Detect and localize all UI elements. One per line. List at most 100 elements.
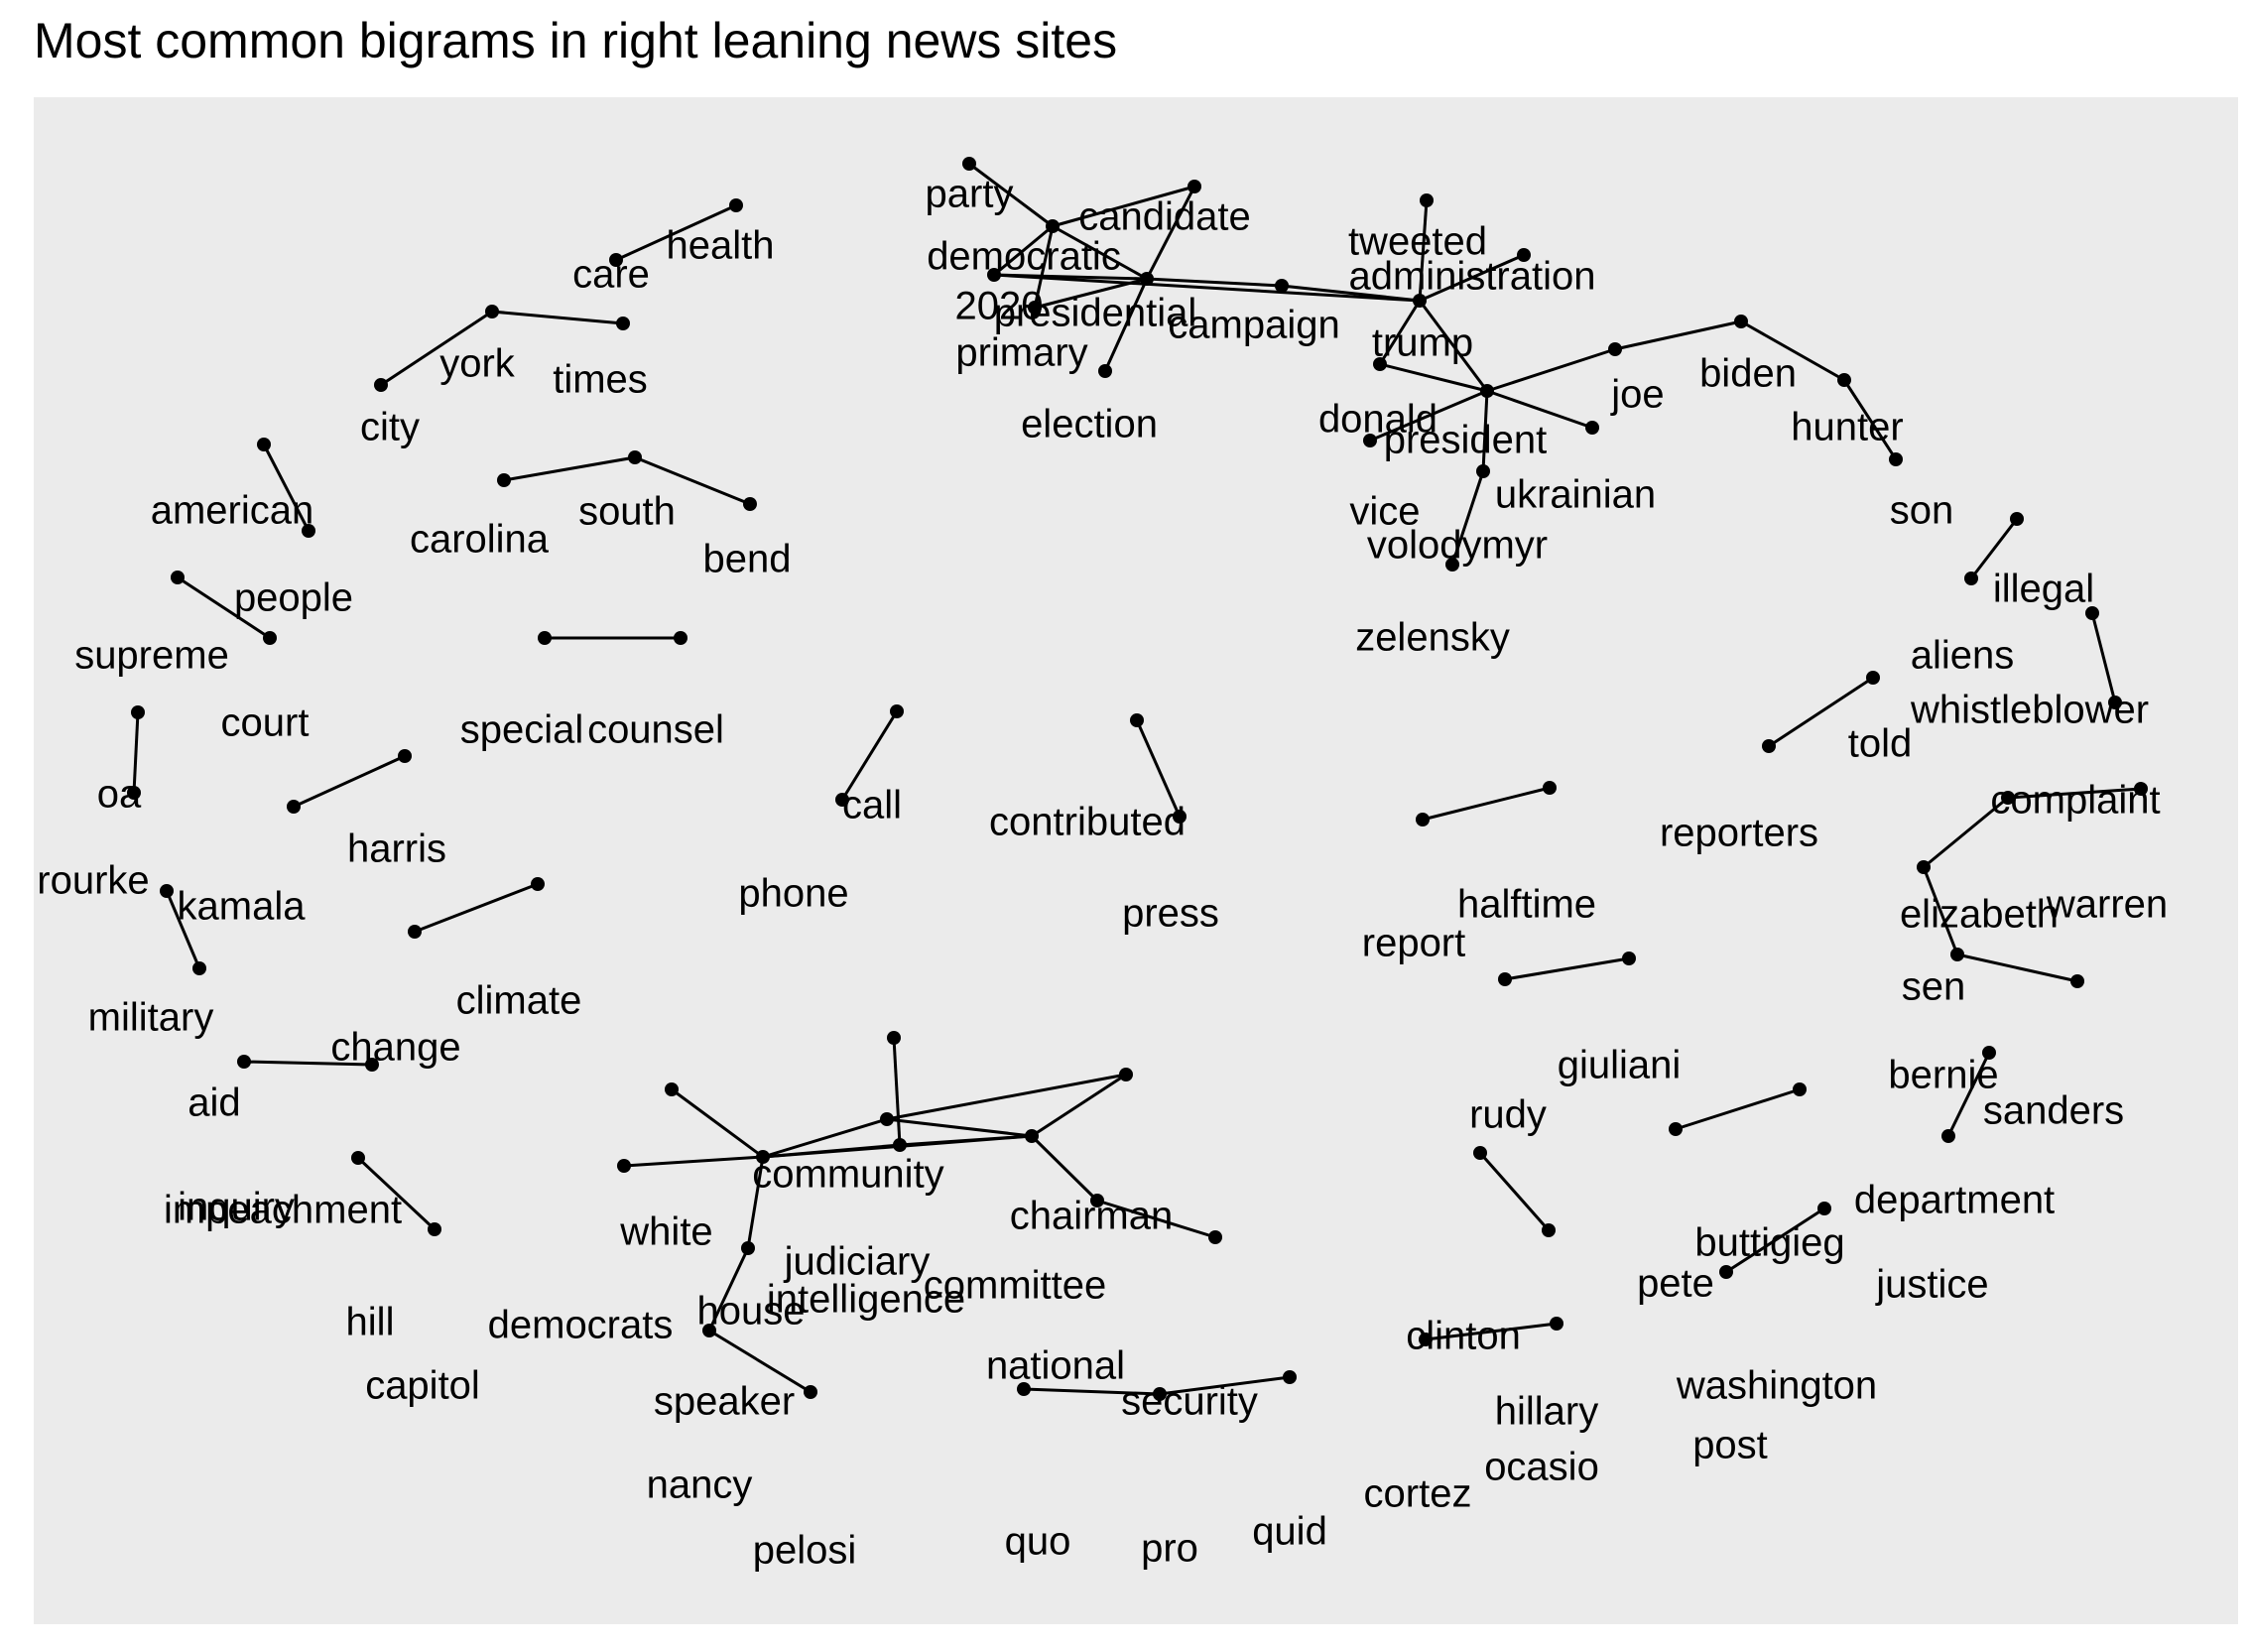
label-call: call <box>842 784 902 827</box>
label-military: military <box>88 996 214 1040</box>
edge-house-democrats <box>623 1155 764 1168</box>
node-elizabeth <box>2001 791 2015 805</box>
label-pro: pro <box>1141 1527 1198 1571</box>
node-committee <box>1025 1129 1039 1143</box>
edge-democratic-primary <box>1033 225 1055 309</box>
node-inquiry <box>237 1055 251 1069</box>
node-phone <box>835 793 849 807</box>
label-court: court <box>221 701 310 745</box>
label-volodymyr: volodymyr <box>1367 524 1548 568</box>
node-party <box>962 157 976 171</box>
node-clinton <box>1473 1146 1487 1160</box>
edge-speaker-nancy <box>707 1247 750 1332</box>
node-pelosi <box>804 1385 817 1399</box>
edge-presidential-campaign <box>1146 277 1283 288</box>
node-american <box>257 438 271 451</box>
label-reporters: reporters <box>1660 812 1818 855</box>
edges-layer <box>132 162 2142 1396</box>
label-speaker: speaker <box>654 1380 795 1424</box>
node-aid <box>192 961 206 975</box>
label-vice: vice <box>1349 490 1420 534</box>
label-candidate: candidate <box>1078 195 1250 239</box>
label-buttigieg: buttigieg <box>1694 1221 1844 1265</box>
edge-washington-post <box>1725 1207 1825 1274</box>
edge-presidential-candidate <box>1145 186 1196 280</box>
node-aliens <box>1964 572 1978 585</box>
edge-judiciary-chairman <box>886 1073 1127 1121</box>
label-phone: phone <box>738 872 848 916</box>
label-president: president <box>1384 419 1548 462</box>
label-judiciary: judiciary <box>784 1240 931 1284</box>
node-complaint <box>2108 696 2122 709</box>
edge-american-people <box>262 444 311 532</box>
label-american: american <box>151 489 314 533</box>
edge-pro-quo <box>1023 1387 1161 1396</box>
node-biden <box>1734 315 1748 328</box>
label-elizabeth: elizabeth <box>1900 893 2059 937</box>
label-capitol: capitol <box>365 1364 480 1408</box>
edge-judiciary-committee <box>886 1117 1033 1138</box>
label-joe: joe <box>1610 373 1664 417</box>
node-presidential <box>1140 272 1154 286</box>
label-illegal: illegal <box>1993 568 2094 611</box>
labels-layer: partycandidatedemocratic2020presidential… <box>37 173 2168 1573</box>
edge-party-democratic <box>968 162 1054 228</box>
label-times: times <box>553 358 648 402</box>
node-tweeted <box>1420 193 1434 207</box>
panel-background <box>34 97 2238 1624</box>
node-hunter <box>1837 373 1851 387</box>
label-justice: justice <box>1875 1263 1988 1307</box>
edge-carolina-south <box>503 455 636 482</box>
node-rudy <box>1498 972 1512 986</box>
node-health <box>729 198 743 212</box>
edge-elizabeth-warren <box>2007 787 2142 800</box>
edge-justice-department <box>1946 1052 1991 1137</box>
edge-illegal-aliens <box>1969 518 2019 579</box>
edge-supreme-court <box>177 575 271 640</box>
edge-presidential-election <box>1103 278 1149 372</box>
edge-capitol-hill <box>356 1156 437 1231</box>
node-press <box>1173 810 1187 824</box>
node-capitol <box>428 1222 441 1236</box>
label-quo: quo <box>1005 1520 1071 1564</box>
edge-care-health <box>615 203 737 262</box>
label-halftime: halftime <box>1457 883 1596 927</box>
label-care: care <box>572 253 650 297</box>
label-oa: oa <box>97 773 142 817</box>
node-sanders <box>2070 974 2084 988</box>
node-judiciary <box>880 1112 894 1126</box>
label-whistleblower: whistleblower <box>1910 689 2149 732</box>
label-inquiry: inquiry <box>178 1186 295 1229</box>
edge-report-halftime <box>1422 786 1551 822</box>
node-administration <box>1517 248 1531 262</box>
node-joe <box>1608 342 1622 356</box>
label-national: national <box>986 1344 1125 1388</box>
node-reporters <box>1762 739 1776 753</box>
label-rourke: rourke <box>37 859 149 903</box>
edge-house-speaker <box>746 1156 765 1249</box>
edge-sen-elizabeth <box>1923 796 2009 869</box>
edge-volodymyr-zelensky <box>1450 470 1485 566</box>
node-justice <box>1941 1129 1955 1143</box>
edge-oa-rourke <box>132 711 140 794</box>
label-primary: primary <box>955 331 1087 375</box>
edge-sen-bernie <box>1922 866 1959 955</box>
edge-house-judiciary <box>762 1117 888 1159</box>
edge-whistleblower-complaint <box>2090 612 2117 703</box>
node-south <box>628 450 642 464</box>
node-post <box>1719 1265 1733 1279</box>
label-supreme: supreme <box>74 634 229 678</box>
label-health: health <box>667 224 775 268</box>
node-sen <box>1917 860 1931 874</box>
node-impeachment <box>365 1058 379 1072</box>
node-care <box>609 253 623 267</box>
label-2020: 2020 <box>955 285 1044 328</box>
node-buttigieg <box>1793 1082 1807 1096</box>
node-security <box>1208 1230 1222 1244</box>
edge-2020-trump <box>993 273 1421 303</box>
label-aid: aid <box>188 1081 240 1125</box>
edge-rudy-giuliani <box>1504 956 1630 981</box>
node-son <box>1889 452 1903 466</box>
node-whistleblower <box>2085 606 2099 620</box>
label-bernie: bernie <box>1888 1054 1998 1097</box>
